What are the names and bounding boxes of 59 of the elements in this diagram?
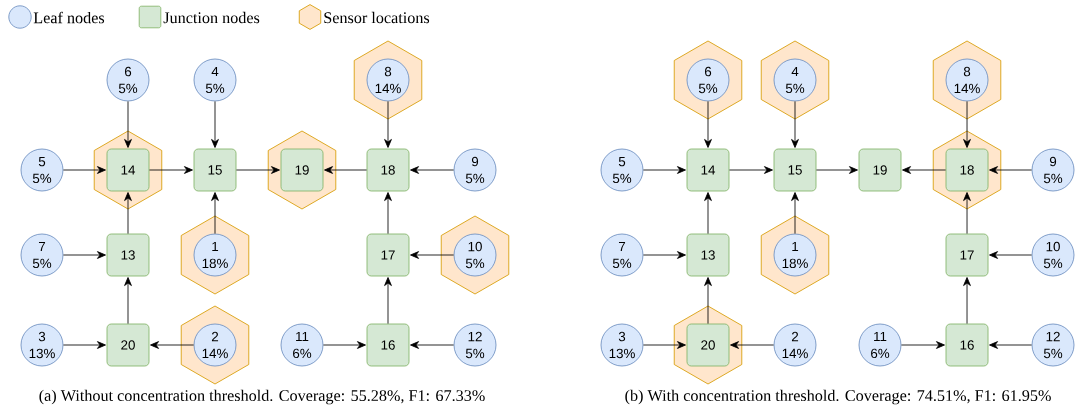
arrow (643, 341, 686, 349)
arrow (211, 192, 219, 234)
arrow (791, 101, 799, 148)
junction-node-box: 14 (686, 148, 730, 192)
junction-node-box: 14 (106, 148, 150, 192)
legend-text: Junction nodes (163, 11, 260, 24)
junction-node-box: 19 (280, 148, 324, 192)
arrow (901, 341, 945, 349)
arrow (63, 251, 106, 259)
arrow (410, 166, 454, 174)
arrow (704, 192, 712, 234)
arrow (791, 192, 799, 234)
arrow (124, 101, 132, 148)
arrow (211, 101, 219, 148)
junction-node-box: 19 (858, 148, 902, 192)
arrow (324, 166, 367, 174)
arrow (323, 341, 366, 349)
arrow (236, 166, 280, 174)
junction-node-box: 16 (945, 323, 989, 367)
arrow (124, 192, 132, 234)
junction-node-box: 15 (193, 148, 237, 192)
arrow (989, 251, 1032, 259)
arrow (963, 277, 971, 324)
arrow (384, 101, 392, 148)
arrow (989, 341, 1032, 349)
arrow (643, 251, 686, 259)
legend-text: Sensor locations (324, 11, 430, 24)
junction-node-box: 18 (366, 148, 410, 192)
arrow (989, 166, 1032, 174)
arrow (410, 341, 454, 349)
arrow (729, 166, 773, 174)
junction-node-box: 15 (773, 148, 817, 192)
arrow (704, 101, 712, 148)
junction-node-box: 13 (106, 233, 150, 277)
junction-node-box: 20 (686, 323, 730, 367)
arrow (63, 166, 106, 174)
arrow (902, 166, 946, 174)
arrow (963, 101, 971, 148)
arrow (643, 166, 686, 174)
arrow (963, 192, 971, 234)
junction-node-box: 20 (106, 323, 150, 367)
junction-node-box: 16 (366, 323, 410, 367)
arrow (63, 341, 106, 349)
arrow (730, 341, 774, 349)
arrow (150, 341, 194, 349)
junction-node-box: 17 (366, 233, 410, 277)
arrow (124, 277, 132, 324)
legend-text: Leaf nodes (33, 11, 105, 24)
arrow (704, 277, 712, 324)
arrow (149, 166, 193, 174)
arrow (384, 192, 392, 234)
arrow (384, 277, 392, 324)
caption: (b) With concentration threshold. Coverage: 74.51%, F1: 61.95% (625, 389, 1051, 405)
caption: (a) Without concentration threshold. Coverage: 55.28%, F1: 67.33% (39, 389, 485, 405)
junction-node-box: 18 (945, 148, 989, 192)
arrow (816, 166, 858, 174)
junction-node-box: 17 (945, 233, 989, 277)
arrow (410, 251, 454, 259)
junction-node-box: 13 (686, 233, 730, 277)
